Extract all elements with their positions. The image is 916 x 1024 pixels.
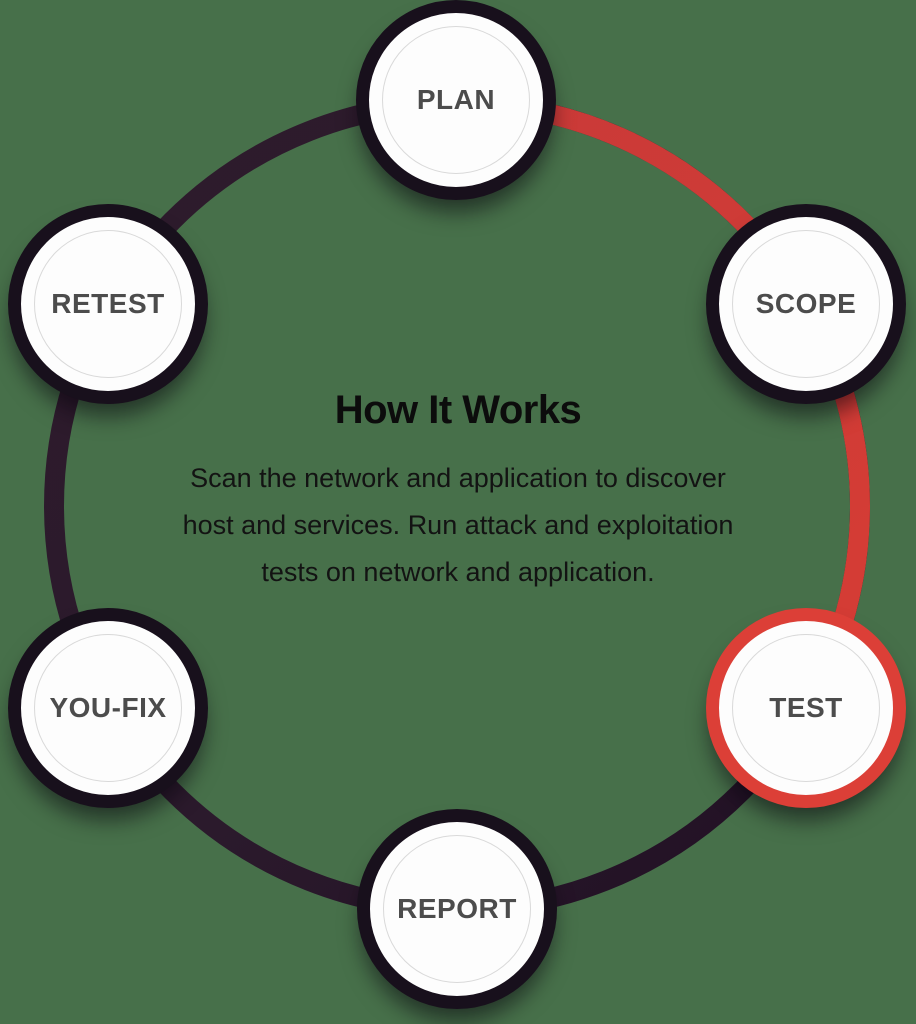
step-label-you-fix: YOU-FIX <box>49 692 167 723</box>
center-copy: How It Works Scan the network and applic… <box>163 388 753 596</box>
step-label-report: REPORT <box>397 893 517 924</box>
step-node-scope[interactable]: SCOPE <box>706 204 906 404</box>
step-node-test[interactable]: TEST <box>706 608 906 808</box>
step-label-test: TEST <box>769 692 843 723</box>
diagram-title: How It Works <box>334 388 582 432</box>
step-description: Scan the network and application to disc… <box>182 463 734 587</box>
step-node-retest[interactable]: RETEST <box>8 204 208 404</box>
step-node-you-fix[interactable]: YOU-FIX <box>8 608 208 808</box>
step-node-report[interactable]: REPORT <box>357 809 557 1009</box>
step-label-retest: RETEST <box>51 288 165 319</box>
step-node-plan[interactable]: PLAN <box>356 0 556 200</box>
step-label-plan: PLAN <box>416 84 496 115</box>
step-label-scope: SCOPE <box>755 288 857 319</box>
